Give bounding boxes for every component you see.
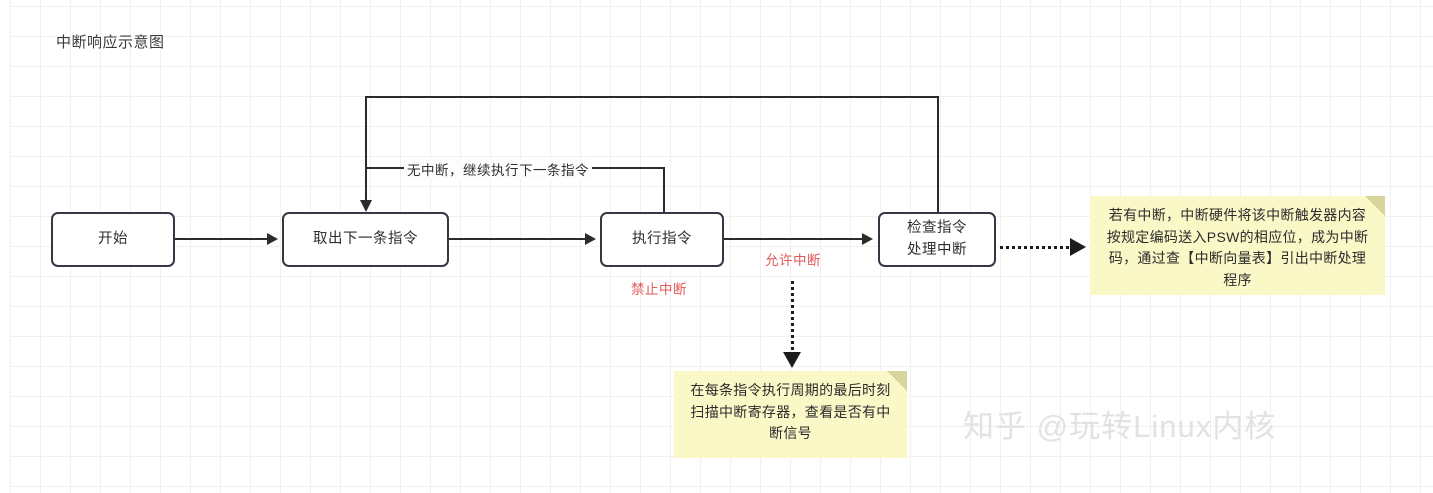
watermark: 知乎 @玩转Linux内核 — [963, 409, 1277, 444]
node-check-and-handle-interrupt[interactable]: 检查指令 处理中断 — [878, 212, 996, 267]
node-check-label-line1: 检查指令 — [907, 220, 967, 237]
arrowhead-check-to-note-right — [1070, 238, 1086, 256]
inner-loop-right-vertical — [663, 167, 665, 215]
arrowhead-start-to-fetch — [267, 233, 278, 245]
node-check-label-line2: 处理中断 — [907, 241, 967, 258]
note-fold-corner-icon — [887, 371, 907, 391]
arrowhead-execute-to-check — [862, 233, 873, 245]
note-bottom-text: 在每条指令执行周期的最后时刻扫描中断寄存器，查看是否有中断信号 — [690, 382, 891, 442]
loop-left-vertical — [365, 96, 367, 210]
edge-fetch-to-execute — [449, 238, 586, 240]
node-start-label: 开始 — [98, 230, 128, 247]
note-right-text: 若有中断，中断硬件将该中断触发器内容按规定编码送入PSW的相应位，成为中断码，通… — [1106, 207, 1369, 289]
edge-start-to-fetch — [175, 238, 268, 240]
page-title: 中断响应示意图 — [56, 34, 165, 51]
note-right-interrupt-hardware[interactable]: 若有中断，中断硬件将该中断触发器内容按规定编码送入PSW的相应位，成为中断码，通… — [1090, 196, 1385, 295]
loop-arrowhead-into-fetch — [360, 200, 372, 212]
note-bottom-scan-interrupt-register[interactable]: 在每条指令执行周期的最后时刻扫描中断寄存器，查看是否有中断信号 — [674, 371, 907, 458]
node-start[interactable]: 开始 — [51, 212, 175, 267]
node-execute-instruction[interactable]: 执行指令 — [600, 212, 724, 267]
edge-label-disable-interrupt: 禁止中断 — [631, 282, 687, 297]
dotted-edge-check-to-note-right — [1000, 246, 1075, 249]
edge-label-no-interrupt: 无中断，继续执行下一条指令 — [404, 159, 592, 179]
outer-loop-right-vertical — [937, 97, 939, 213]
node-fetch-label: 取出下一条指令 — [313, 230, 418, 247]
arrowhead-fetch-to-execute — [585, 233, 596, 245]
edge-label-allow-interrupt: 允许中断 — [765, 253, 821, 268]
node-fetch-next-instruction[interactable]: 取出下一条指令 — [282, 212, 449, 267]
left-gutter — [0, 0, 10, 493]
arrowhead-execute-to-note-bottom — [783, 352, 801, 368]
note-fold-corner-icon — [1365, 196, 1385, 216]
outer-loop-top-horizontal — [366, 96, 939, 98]
node-execute-label: 执行指令 — [632, 230, 692, 247]
dotted-edge-execute-to-note-bottom — [791, 281, 794, 356]
edge-execute-to-check — [724, 238, 863, 240]
